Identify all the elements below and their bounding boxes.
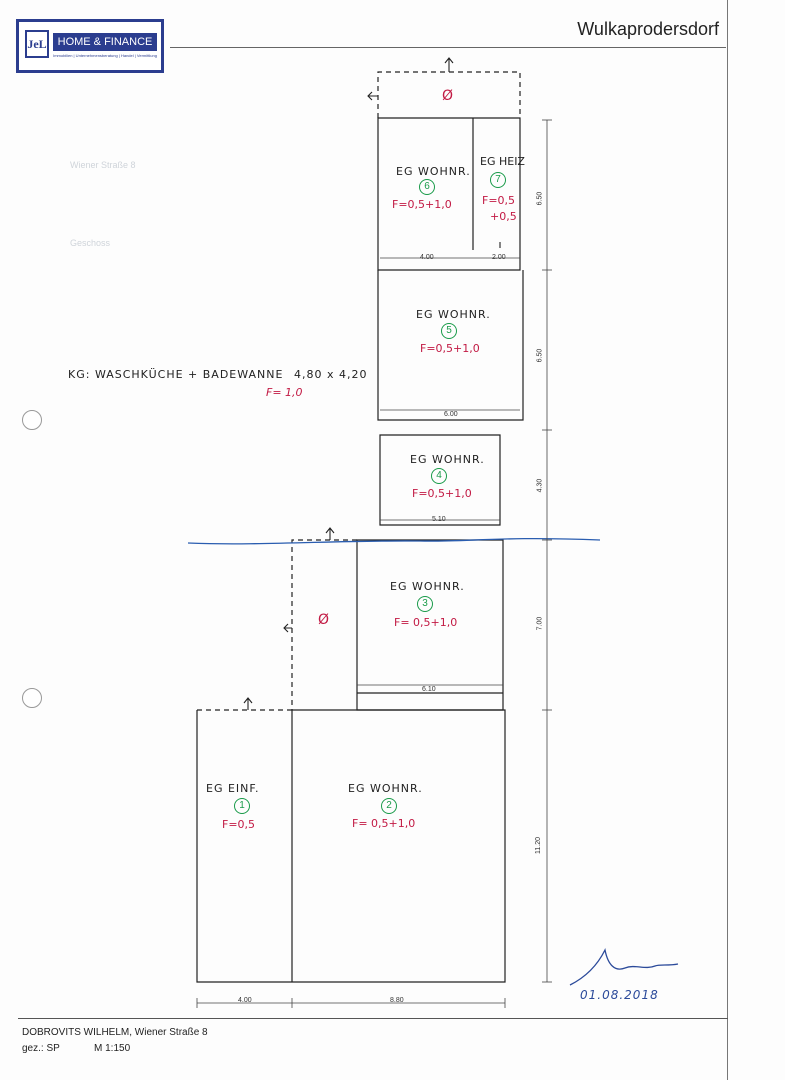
room-2-number: 2 [381,798,397,814]
place-title: Wulkaprodersdorf [577,19,719,39]
company-logo: JeL HOME & FINANCE Immobilien | Unterneh… [16,19,164,73]
room-5-outline [377,270,524,421]
dim-width: 6.10 [422,686,436,693]
room-6-number: 6 [419,179,435,195]
room-6-label: EG WOHNR. [396,165,471,178]
entry-arrow [367,91,378,101]
room-5-label: EG WOHNR. [416,308,491,321]
room-1-2-outline [196,709,506,983]
room-4-outline [379,434,501,526]
basement-note: KG: WASCHKÜCHE + BADEWANNE [68,368,284,381]
punch-hole [22,688,42,708]
dim-height: 6.50 [536,191,544,206]
room-3-number: 3 [417,596,433,612]
background-scan-text: Wiener Straße 8 [70,160,136,170]
entry-arrow [243,697,253,710]
entry-arrow [325,527,335,540]
dim-width: 8.80 [390,997,404,1004]
dim-width: 5.10 [432,516,446,523]
room-3-factor: F= 0,5+1,0 [394,616,458,629]
dim-height: 7.00 [536,616,544,631]
void-symbol: Ø [318,612,330,628]
basement-size: 4,80 x 4,20 [294,368,368,381]
room-7-label: EG HEIZ [480,155,525,168]
room-5-number: 5 [441,323,457,339]
room-2-label: EG WOHNR. [348,782,423,795]
room-4-factor: F=0,5+1,0 [412,487,472,500]
punch-hole [22,410,42,430]
terrain-line [187,537,601,545]
room-7-factor-extra: +0,5 [490,210,517,223]
basement-factor: F= 1,0 [266,386,303,399]
background-scan-text: Geschoss [70,238,111,248]
dim-width: 4.00 [420,254,434,261]
room-7-factor: F=0,5 [482,194,516,207]
signature-stroke [569,948,679,986]
logo-tagline: Immobilien | Unternehmensberatung | Hand… [53,53,157,58]
dim-width: 6.00 [444,411,458,418]
entry-arrow [444,57,454,72]
dim-width: 2.00 [492,254,506,261]
dim-height: 4.30 [536,478,544,493]
entry-arrow [283,623,292,633]
header-divider [170,47,726,48]
page-margin-line [727,0,728,1080]
room-1-number: 1 [234,798,250,814]
dim-height: 6.50 [536,348,544,363]
footer-scale: M 1:150 [94,1043,131,1054]
room-1-factor: F=0,5 [222,818,256,831]
room-7-number: 7 [490,172,506,188]
room-4-label: EG WOHNR. [410,453,485,466]
footer-divider [18,1018,728,1019]
dim-height: 11.20 [535,837,542,854]
logo-mark: JeL [25,30,49,58]
room-1-label: EG EINF. [206,782,260,795]
room-5-factor: F=0,5+1,0 [420,342,480,355]
void-middle-outline [291,539,357,710]
room-3-label: EG WOHNR. [390,580,465,593]
dim-width: 4.00 [238,997,252,1004]
room-6-factor: F=0,5+1,0 [392,198,452,211]
signature-date: 01.08.2018 [580,988,659,1002]
footer-owner: DOBROVITS WILHELM, Wiener Straße 8 [22,1027,208,1038]
footer-drawn-by: gez.: SP [22,1043,60,1054]
logo-name: HOME & FINANCE [53,33,157,51]
room-2-factor: F= 0,5+1,0 [352,817,416,830]
void-symbol: Ø [442,88,454,104]
room-4-number: 4 [431,468,447,484]
